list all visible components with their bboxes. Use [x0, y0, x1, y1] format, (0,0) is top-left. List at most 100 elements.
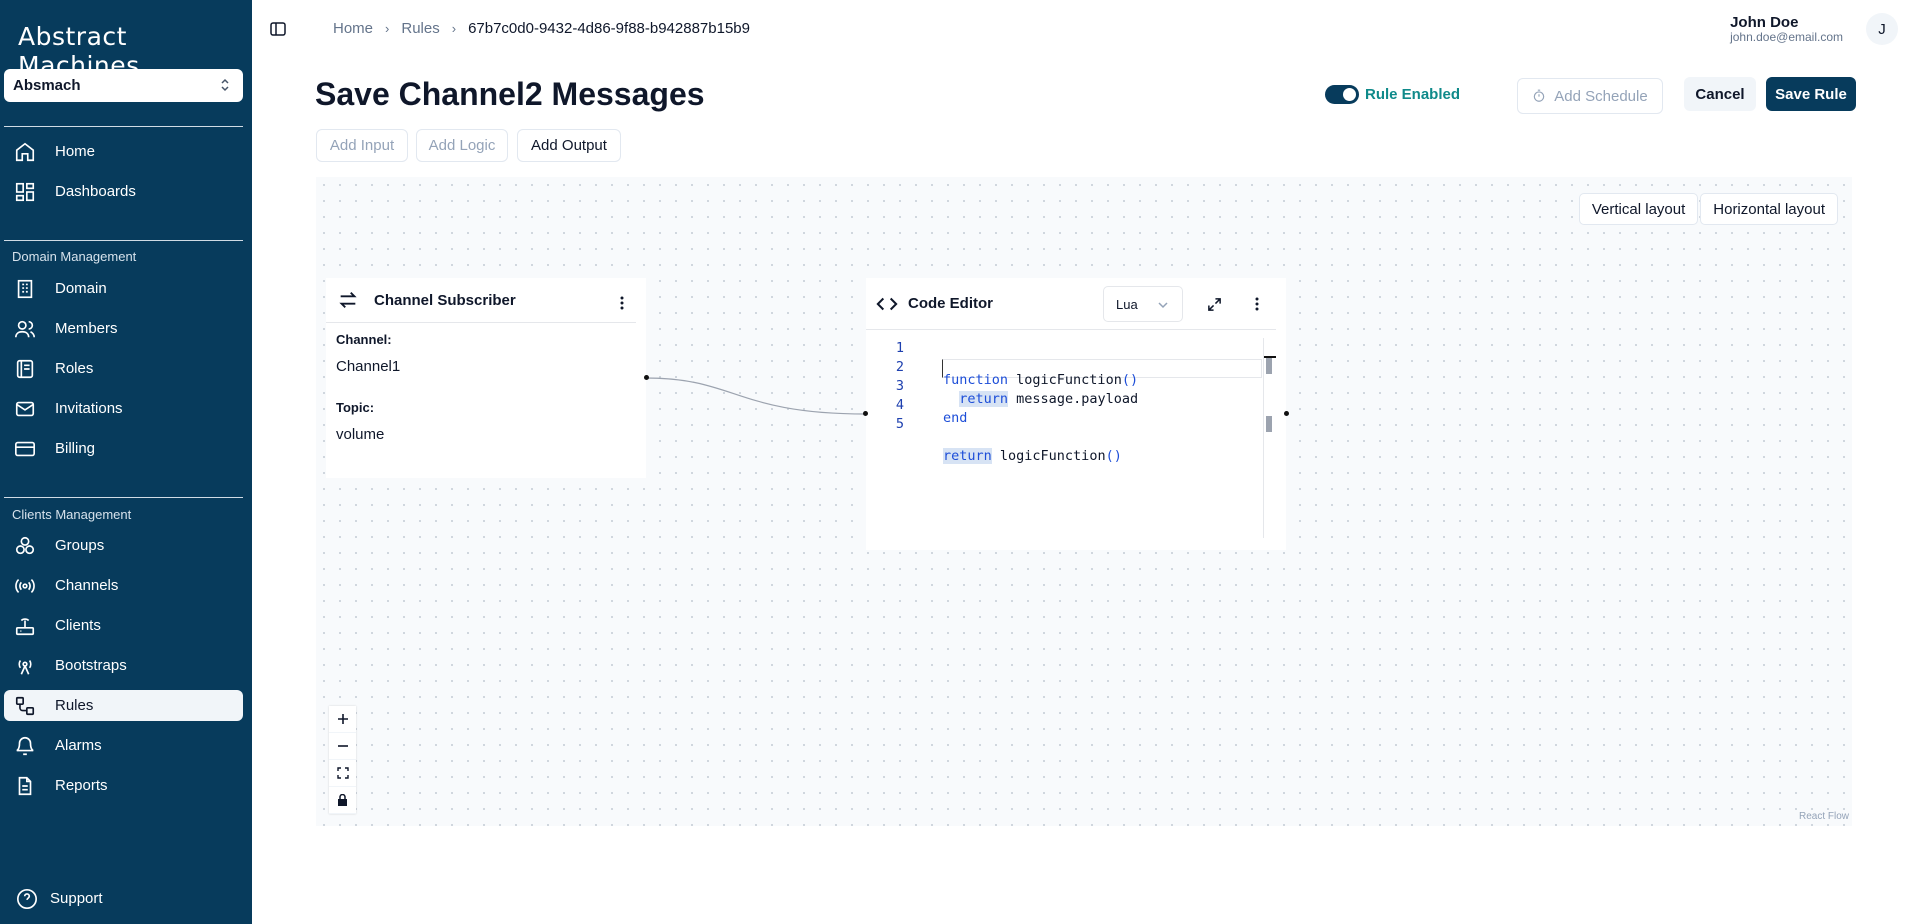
scrollbar-marker [1266, 416, 1272, 432]
line-number: 4 [895, 397, 904, 413]
sidebar-item-domain[interactable]: Domain [4, 273, 243, 304]
home-icon [14, 141, 36, 163]
breadcrumb-home[interactable]: Home [333, 20, 374, 37]
code-line-2: 2 return message.payload [874, 359, 1274, 407]
add-input-button[interactable]: Add Input [316, 129, 408, 162]
target-handle[interactable] [863, 411, 868, 416]
org-select-value: Absmach [13, 77, 81, 94]
support-link[interactable]: Support [4, 883, 243, 914]
breadcrumb: Home › Rules › 67b7c0d0-9432-4d86-9f88-b… [333, 20, 750, 37]
dashboard-icon [14, 181, 36, 203]
building-icon [14, 278, 36, 300]
sidebar-item-members[interactable]: Members [4, 313, 243, 344]
sidebar-item-home[interactable]: Home [4, 136, 243, 167]
sidebar-item-label: Rules [55, 697, 94, 714]
divider [4, 497, 243, 498]
scrollbar-thumb[interactable] [1264, 356, 1276, 358]
avatar[interactable]: J [1866, 13, 1898, 45]
add-schedule-label: Add Schedule [1554, 87, 1648, 105]
breadcrumb-rules[interactable]: Rules [401, 20, 440, 37]
language-select[interactable]: Lua [1103, 286, 1183, 322]
channel-label: Channel: [336, 332, 392, 347]
sidebar-item-groups[interactable]: Groups [4, 530, 243, 561]
mail-icon [14, 398, 36, 420]
add-logic-button[interactable]: Add Logic [416, 129, 508, 162]
workflow-icon [14, 695, 36, 717]
sidebar-item-rules[interactable]: Rules [4, 690, 243, 721]
breadcrumb-current: 67b7c0d0-9432-4d86-9f88-b942887b15b9 [468, 20, 750, 37]
source-handle[interactable] [644, 375, 649, 380]
sidebar-item-label: Clients [55, 617, 101, 634]
code-line-5: 5 return logicFunction() [874, 416, 1274, 464]
sidebar-item-dashboards[interactable]: Dashboards [4, 176, 243, 207]
channel-subscriber-node[interactable]: Channel Subscriber Channel: Channel1 Top… [326, 278, 649, 478]
line-number: 3 [895, 378, 904, 394]
current-line-highlight [942, 359, 1262, 378]
help-circle-icon [16, 888, 38, 910]
domain-management-label: Domain Management [12, 249, 137, 264]
fit-view-button[interactable] [329, 760, 356, 787]
support-label: Support [50, 890, 103, 907]
source-handle[interactable] [1284, 411, 1289, 416]
clients-management-label: Clients Management [12, 507, 132, 522]
fit-view-icon [336, 767, 349, 779]
router-icon [14, 615, 36, 637]
scrollbar-track[interactable] [1263, 338, 1264, 538]
bell-icon [14, 735, 36, 757]
node-header: Code Editor Lua [866, 278, 1276, 330]
code-icon [876, 297, 898, 310]
sidebar-item-label: Members [55, 320, 118, 337]
code-line-4: 4 [874, 397, 1274, 416]
node-title: Code Editor [908, 295, 993, 312]
zoom-in-button[interactable] [329, 706, 356, 733]
expand-icon[interactable] [1207, 297, 1222, 312]
chevron-down-icon [1158, 302, 1168, 309]
divider [4, 126, 243, 127]
add-schedule-button[interactable]: Add Schedule [1517, 78, 1663, 114]
sidebar-item-label: Reports [55, 777, 108, 794]
users-icon [14, 318, 36, 340]
sidebar-item-roles[interactable]: Roles [4, 353, 243, 384]
rule-enabled-toggle[interactable] [1325, 85, 1359, 104]
chevron-up-down-icon [221, 78, 229, 92]
lock-button[interactable] [329, 787, 356, 814]
code-editor-area[interactable]: 1 function logicFunction() 2 return mess… [874, 338, 1276, 543]
app-logo[interactable]: Abstract Machines [18, 22, 140, 80]
sidebar-toggle-icon[interactable] [269, 20, 287, 38]
topic-value: volume [336, 426, 385, 443]
react-flow-attribution[interactable]: React Flow [1798, 811, 1849, 822]
more-vertical-icon[interactable] [1255, 297, 1259, 311]
sidebar-item-bootstraps[interactable]: Bootstraps [4, 650, 243, 681]
sidebar-item-label: Invitations [55, 400, 123, 417]
line-number: 1 [895, 340, 904, 356]
code-editor-node[interactable]: Code Editor Lua 1 function logicFunction… [863, 278, 1289, 550]
vertical-layout-button[interactable]: Vertical layout [1578, 193, 1699, 225]
sidebar-item-channels[interactable]: Channels [4, 570, 243, 601]
cancel-button[interactable]: Cancel [1684, 77, 1756, 111]
topic-label: Topic: [336, 400, 375, 415]
book-icon [14, 358, 36, 380]
sidebar-item-billing[interactable]: Billing [4, 433, 243, 464]
add-output-button[interactable]: Add Output [517, 129, 621, 162]
sidebar: Abstract Machines Absmach Home Dashboard… [0, 0, 252, 924]
sidebar-item-label: Home [55, 143, 96, 160]
sidebar-item-reports[interactable]: Reports [4, 770, 243, 801]
horizontal-layout-button[interactable]: Horizontal layout [1700, 193, 1838, 225]
radio-icon [14, 575, 36, 597]
arrows-exchange-icon [339, 292, 357, 308]
user-email: john.doe@email.com [1730, 30, 1843, 44]
user-menu[interactable]: John Doe john.doe@email.com [1730, 14, 1843, 44]
sidebar-item-clients[interactable]: Clients [4, 610, 243, 641]
sidebar-item-invitations[interactable]: Invitations [4, 393, 243, 424]
save-rule-button[interactable]: Save Rule [1766, 77, 1856, 111]
org-select[interactable]: Absmach [4, 69, 243, 102]
flow-edge[interactable] [316, 177, 1852, 826]
chevron-right-icon: › [385, 21, 390, 36]
sidebar-item-alarms[interactable]: Alarms [4, 730, 243, 761]
more-vertical-icon[interactable] [620, 296, 624, 310]
code-line-1: 1 function logicFunction() [874, 340, 1274, 388]
flow-canvas[interactable]: Vertical layout Horizontal layout Channe… [316, 177, 1852, 826]
zoom-out-button[interactable] [329, 733, 356, 760]
page-title: Save Channel2 Messages [315, 76, 705, 112]
toggle-knob [1343, 88, 1356, 101]
